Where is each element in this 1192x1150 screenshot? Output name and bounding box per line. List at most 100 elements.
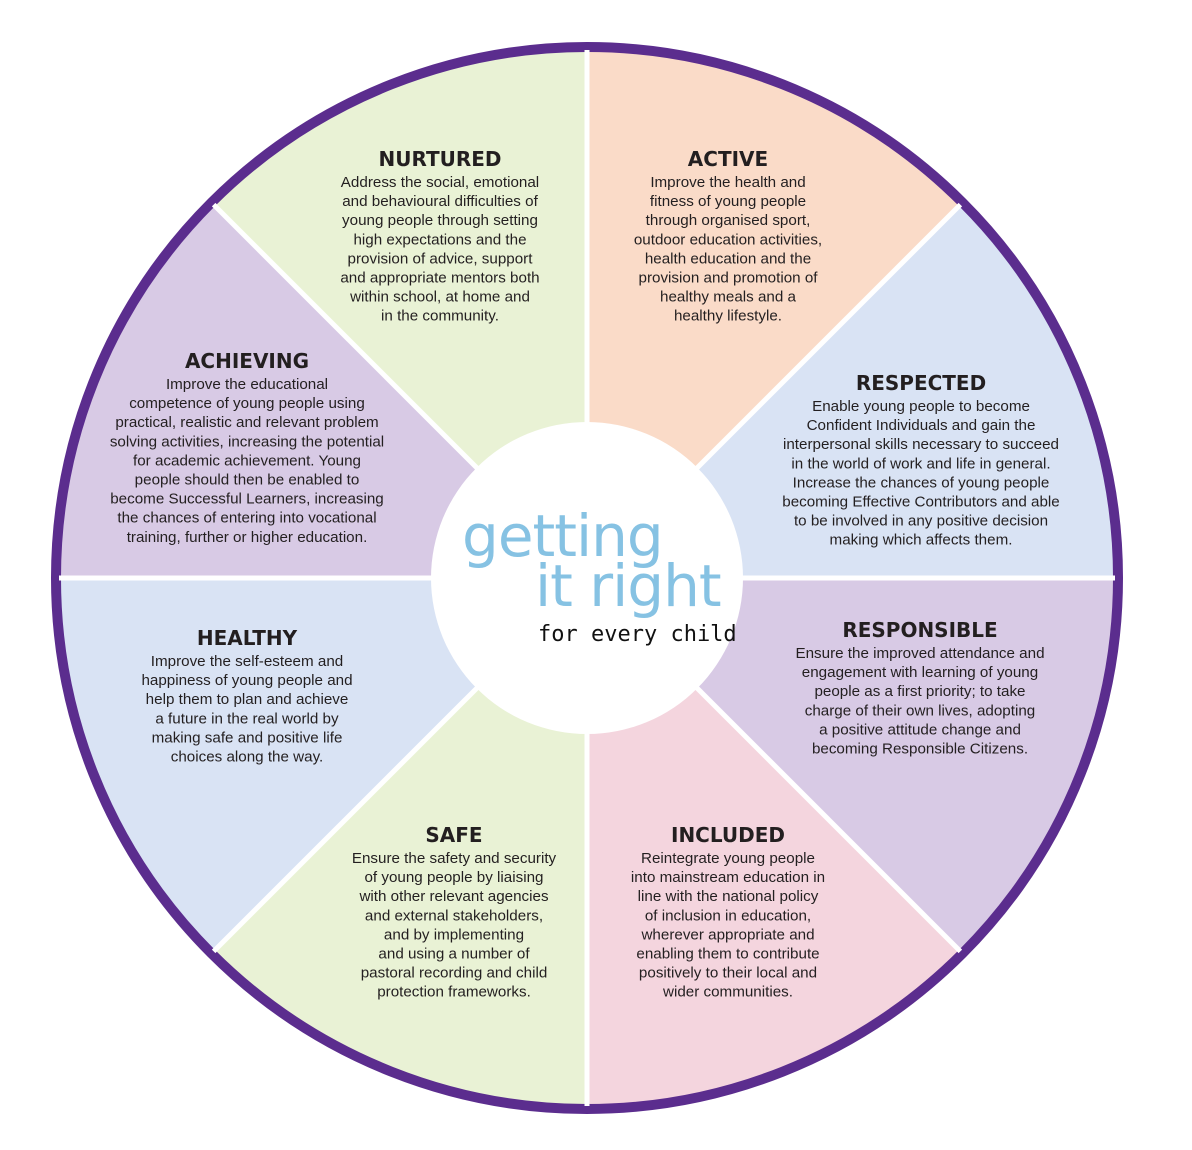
description-line: a positive attitude change and — [819, 721, 1021, 738]
description-line: a future in the real world by — [155, 710, 339, 727]
text-block-healthy: HEALTHY Improve the self-esteem and happin… — [141, 626, 352, 766]
segment-title-active: ACTIVE — [688, 147, 768, 171]
text-block-active: ACTIVE Improve the health and fitness of y… — [634, 147, 822, 325]
description-line: line with the national policy — [638, 888, 819, 905]
segment-title-included: INCLUDED — [671, 823, 785, 847]
logo-line-it-right: it right — [535, 552, 721, 620]
segment-description-nurtured: Address the social, emotional and behavio… — [340, 174, 539, 325]
description-line: Ensure the safety and security — [352, 850, 557, 867]
segment-respected — [587, 204, 1115, 578]
description-line: healthy meals and a — [660, 289, 796, 306]
segment-title-responsible: RESPONSIBLE — [842, 618, 997, 642]
description-line: into mainstream education in — [631, 869, 825, 886]
description-line: the chances of entering into vocational — [117, 510, 376, 527]
description-line: making which affects them. — [830, 532, 1013, 549]
description-line: engagement with learning of young — [802, 664, 1038, 681]
description-line: to be involved in any positive decision — [794, 513, 1048, 530]
segment-achieving — [59, 204, 587, 578]
description-line: young people through setting — [342, 212, 538, 229]
description-line: outdoor education activities, — [634, 231, 822, 248]
description-line: competence of young people using — [129, 395, 365, 412]
segment-description-safe: Ensure the safety and security of young p… — [352, 850, 557, 1001]
description-line: training, further or higher education. — [127, 529, 368, 546]
description-line: health education and the — [645, 250, 811, 267]
center-disc — [431, 422, 743, 734]
description-line: happiness of young people and — [141, 672, 352, 689]
segment-title-nurtured: NURTURED — [378, 147, 501, 171]
description-line: positively to their local and — [639, 965, 817, 982]
segment-title-achieving: ACHIEVING — [185, 349, 309, 373]
description-line: pastoral recording and child — [361, 965, 548, 982]
segment-description-responsible: Ensure the improved attendance and engage… — [795, 645, 1044, 758]
description-line: solving activities, increasing the poten… — [110, 433, 384, 450]
description-line: Reintegrate young people — [641, 850, 815, 867]
wheel-segments — [59, 50, 1115, 1106]
description-line: charge of their own lives, adopting — [805, 702, 1035, 719]
segment-title-safe: SAFE — [425, 823, 482, 847]
description-line: enabling them to contribute — [636, 946, 819, 963]
segment-title-healthy: HEALTHY — [197, 626, 298, 650]
description-line: fitness of young people — [650, 193, 806, 210]
description-line: become Successful Learners, increasing — [110, 491, 384, 508]
description-line: for academic achievement. Young — [133, 452, 361, 469]
segment-description-healthy: Improve the self-esteem and happiness of … — [141, 653, 352, 766]
description-line: Improve the self-esteem and — [151, 653, 343, 670]
segment-healthy — [59, 578, 587, 952]
description-line: help them to plan and achieve — [146, 691, 349, 708]
segment-description-active: Improve the health and fitness of young p… — [634, 174, 822, 325]
description-line: Address the social, emotional — [341, 174, 539, 191]
logo-line-getting: getting — [462, 502, 663, 570]
description-line: of young people by liaising — [364, 869, 543, 886]
description-line: Improve the health and — [650, 174, 805, 191]
text-block-included: INCLUDED Reintegrate young people into mai… — [631, 823, 825, 1001]
description-line: practical, realistic and relevant proble… — [115, 414, 378, 431]
description-line: Confident Individuals and gain the — [807, 417, 1036, 434]
segment-nurtured — [213, 50, 587, 578]
description-line: Improve the educational — [166, 376, 328, 393]
segment-safe — [213, 578, 587, 1106]
logo-line-for-every-child: for every child — [538, 622, 737, 647]
description-line: provision and promotion of — [639, 270, 819, 287]
description-line: people should then be enabled to — [135, 472, 360, 489]
text-block-nurtured: NURTURED Address the social, emotional and… — [340, 147, 539, 325]
text-block-responsible: RESPONSIBLE Ensure the improved attendanc… — [795, 618, 1044, 758]
description-line: and external stakeholders, — [365, 907, 543, 924]
description-line: provision of advice, support — [348, 250, 534, 267]
getting-it-right-logo: getting it right for every child — [462, 502, 737, 647]
description-line: Ensure the improved attendance and — [795, 645, 1044, 662]
segment-included — [587, 578, 961, 1106]
description-line: becoming Responsible Citizens. — [812, 741, 1028, 758]
description-line: of inclusion in education, — [645, 907, 811, 924]
description-line: making safe and positive life — [152, 729, 343, 746]
description-line: within school, at home and — [349, 289, 530, 306]
description-line: and appropriate mentors both — [340, 270, 539, 287]
description-line: interpersonal skills necessary to succee… — [783, 436, 1059, 453]
description-line: Enable young people to become — [812, 398, 1030, 415]
description-line: in the community. — [381, 308, 499, 325]
segment-title-respected: RESPECTED — [856, 371, 986, 395]
segment-description-achieving: Improve the educational competence of you… — [110, 376, 384, 546]
segment-active — [587, 50, 961, 578]
description-line: wherever appropriate and — [640, 926, 814, 943]
description-line: and using a number of — [378, 946, 530, 963]
description-line: becoming Effective Contributors and able — [782, 494, 1059, 511]
description-line: and by implementing — [384, 926, 524, 943]
segment-description-included: Reintegrate young people into mainstream … — [631, 850, 825, 1001]
description-line: people as a first priority; to take — [814, 683, 1025, 700]
description-line: healthy lifestyle. — [674, 308, 782, 325]
description-line: protection frameworks. — [377, 984, 531, 1001]
segment-texts: NURTURED Address the social, emotional and… — [110, 147, 1060, 1001]
wheel-rim — [51, 42, 1123, 1114]
description-line: in the world of work and life in general… — [791, 455, 1050, 472]
text-block-safe: SAFE Ensure the safety and security of you… — [352, 823, 557, 1001]
segment-responsible — [587, 578, 1115, 952]
description-line: high expectations and the — [353, 231, 526, 248]
description-line: and behavioural difficulties of — [342, 193, 538, 210]
description-line: choices along the way. — [171, 749, 324, 766]
description-line: with other relevant agencies — [358, 888, 549, 905]
description-line: through organised sport, — [646, 212, 811, 229]
text-block-achieving: ACHIEVING Improve the educational competen… — [110, 349, 384, 546]
